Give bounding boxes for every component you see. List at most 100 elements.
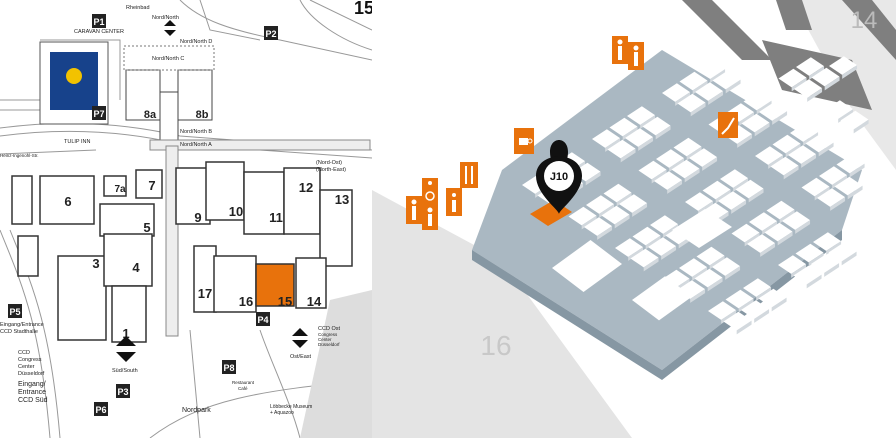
parking-p8[interactable]: P8	[222, 360, 236, 374]
label-ccd-2: Congress	[18, 357, 42, 363]
booth	[720, 169, 749, 188]
booth	[609, 117, 638, 137]
label-rheinbad: Rheinbad	[126, 5, 150, 11]
booth	[724, 125, 753, 144]
booth-side	[669, 158, 685, 172]
booth	[743, 91, 772, 111]
svg-text:P4: P4	[257, 315, 268, 325]
booth-marker-label: J10	[550, 171, 568, 183]
booth-side	[675, 92, 691, 106]
booth-side	[853, 119, 869, 134]
booth	[764, 222, 793, 242]
booth	[697, 60, 726, 79]
label-eingang-stadthalle-1: Eingang/Entrance	[0, 322, 44, 328]
parking-p3[interactable]: P3	[116, 384, 130, 398]
neighbour-hall-16	[372, 190, 632, 438]
booth	[758, 288, 787, 308]
hall-15-block	[255, 263, 295, 307]
label-cafe: Café	[238, 386, 248, 391]
booth	[607, 139, 636, 159]
label-lobbecke-1: Löbbecke Museum	[270, 404, 312, 410]
label-north-east: (North-East)	[316, 167, 346, 173]
booth-side	[702, 157, 718, 171]
booth-side	[754, 309, 770, 323]
booth-marker-pin[interactable]: J10	[536, 140, 582, 214]
booth-side	[762, 221, 778, 235]
booth-side	[738, 298, 754, 313]
booth	[828, 242, 857, 262]
booth	[632, 226, 661, 246]
booth	[592, 129, 621, 148]
hall-12-label: 12	[299, 180, 313, 195]
hall-3-block	[57, 255, 107, 341]
parking-p6[interactable]: P6	[94, 402, 108, 416]
label-lobbecke-2: + Aquazoo	[270, 410, 294, 416]
label-ccd-ost-4: Düsseldorf	[318, 342, 340, 347]
service-icons	[406, 36, 738, 230]
booth	[741, 113, 770, 133]
parking-p1[interactable]: P1	[92, 14, 106, 28]
hall-15-heading: 15	[354, 0, 372, 18]
booth-side	[756, 287, 772, 301]
booth-side	[826, 241, 842, 255]
parking-p4[interactable]: P4	[256, 312, 270, 326]
booth	[735, 179, 764, 199]
booth	[702, 180, 731, 200]
booth-side	[818, 142, 834, 157]
entrance-arrows	[116, 20, 308, 362]
booth	[625, 128, 654, 147]
parking-p2[interactable]: P2	[264, 26, 278, 40]
booth-side	[651, 169, 667, 184]
booth-side	[655, 125, 671, 140]
neighbour-hall-16-label: 16	[480, 330, 511, 361]
booth-side	[849, 163, 865, 178]
booth-side	[801, 154, 817, 168]
svg-text:P1: P1	[93, 17, 104, 27]
booth	[772, 134, 801, 154]
booth-side	[667, 180, 683, 194]
booth-large	[672, 209, 732, 248]
booth-side	[737, 134, 753, 148]
svg-text:P5: P5	[9, 307, 20, 317]
booth	[778, 255, 807, 274]
booth	[677, 93, 706, 113]
booth-side	[640, 115, 656, 129]
label-caravan-center: CARAVAN CENTER	[74, 29, 124, 35]
booth	[671, 159, 700, 179]
booth-side	[622, 126, 638, 141]
booth-side	[725, 266, 741, 280]
booth	[829, 56, 858, 75]
booth	[642, 116, 671, 136]
booth	[650, 215, 679, 234]
hall-detail-map[interactable]: J10	[372, 0, 896, 438]
booth-side	[809, 66, 825, 80]
booth-side	[684, 168, 700, 183]
booth-side	[791, 77, 807, 92]
booth	[723, 311, 752, 331]
hall-6-label: 6	[64, 194, 71, 209]
booth-side	[581, 215, 597, 230]
site-overview-map[interactable]: 1 3 4 5 6 7a 7 8a 8b 9 10 11 12 13 14 15…	[0, 0, 372, 438]
hall-12-block	[283, 167, 321, 235]
booth-side	[842, 65, 858, 79]
booth	[796, 57, 825, 76]
booth-side	[756, 100, 772, 115]
booth-side	[638, 137, 654, 151]
booth-side	[785, 143, 801, 158]
booth-side	[824, 76, 840, 91]
restaurant-icon	[460, 162, 478, 188]
label-nord-north-b: Nord/North B	[180, 129, 212, 135]
label-ccd-3: Center	[18, 364, 35, 370]
parking-p7[interactable]: P7	[92, 106, 106, 120]
label-nord-north-d: Nord/North D	[180, 39, 212, 45]
booth	[836, 154, 865, 174]
booth-side	[632, 203, 648, 217]
parking-p5[interactable]: P5	[8, 304, 22, 318]
booth-side	[725, 79, 741, 94]
hall-5-label: 5	[143, 220, 150, 235]
hall-9-block	[175, 167, 211, 225]
hall-7a-label: 7a	[114, 184, 126, 195]
hall-8a-block	[125, 69, 161, 121]
booth-side	[645, 235, 661, 250]
booth	[627, 106, 656, 125]
